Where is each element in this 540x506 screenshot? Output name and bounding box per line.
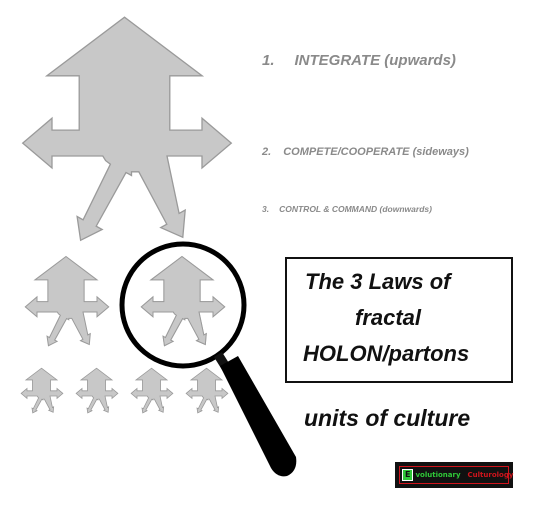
holon-mid-left-icon: [24, 255, 110, 347]
title-box: The 3 Laws of fractal HOLON/partons: [285, 257, 513, 383]
law-name: COMPETE/COOPERATE: [283, 146, 410, 158]
holon-large-shape: [21, 16, 233, 242]
holon-small-2-icon: [75, 367, 119, 414]
holon-small-1-icon: [20, 367, 64, 414]
law-name: CONTROL & COMMAND: [279, 204, 378, 214]
law-direction: (sideways): [412, 146, 469, 158]
magnifier-rim: [119, 241, 247, 369]
law-integrate: 1. INTEGRATE (upwards): [262, 52, 456, 69]
logo-word-2: Culturology: [467, 471, 514, 479]
law-direction: (downwards): [379, 204, 432, 214]
magnifying-glass-icon: [119, 241, 297, 477]
magnifier-handle: [220, 356, 297, 477]
title-line-2: fractal: [355, 305, 422, 330]
law-number: 3.: [262, 204, 270, 214]
logo-initial: E: [402, 469, 414, 481]
law-control-command: 3. CONTROL & COMMAND (downwards): [262, 204, 432, 214]
title-line-1: The 3 Laws of: [305, 269, 451, 294]
holon-large-icon: [21, 16, 233, 242]
caption-units-of-culture: units of culture: [304, 405, 471, 431]
law-number: 2.: [262, 146, 272, 158]
law-direction: (upwards): [384, 52, 456, 69]
title-line-3: HOLON/partons: [303, 341, 470, 366]
law-name: INTEGRATE: [294, 52, 381, 69]
holon-small-3-icon: [130, 367, 174, 414]
law-number: 1.: [262, 52, 275, 69]
holon-small-4-icon: [185, 367, 229, 414]
logo-word-1: volutionary: [415, 471, 461, 479]
law-compete-cooperate: 2. COMPETE/COOPERATE (sideways): [262, 146, 469, 158]
